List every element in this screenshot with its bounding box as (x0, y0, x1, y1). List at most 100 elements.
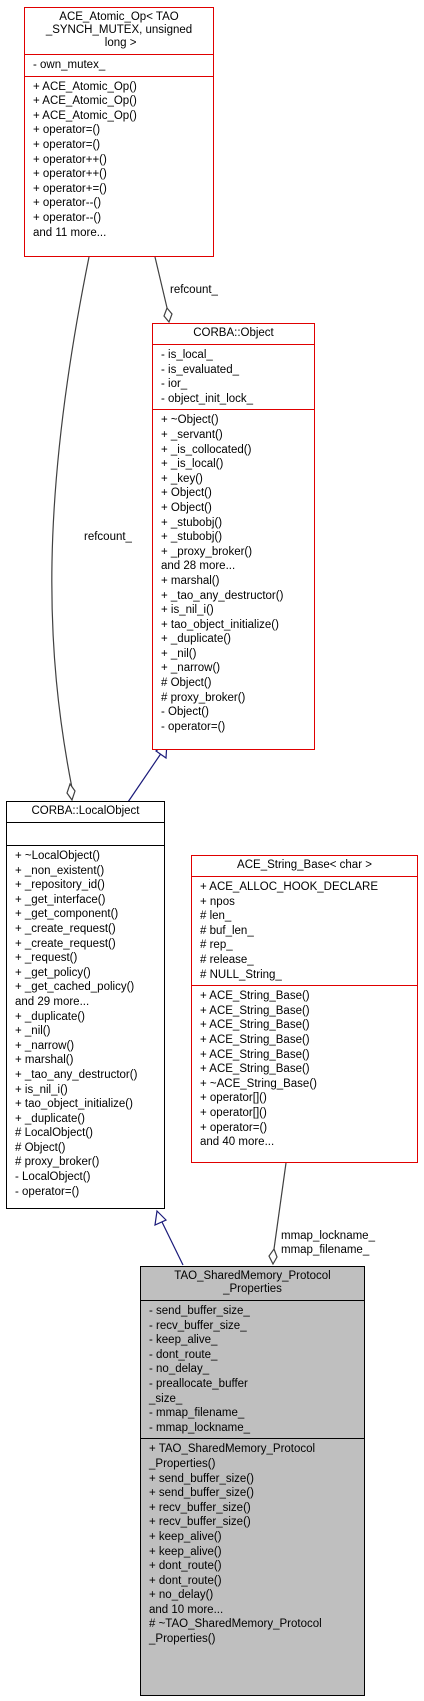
attribute-4: # buf_len_ (200, 924, 254, 937)
method-3: + _is_collocated() (161, 443, 252, 456)
methods-section: + ACE_String_Base()+ ACE_String_Base()+ … (192, 985, 417, 1153)
attribute-2: + npos (200, 895, 235, 908)
method-21: - Object() (161, 706, 209, 719)
method-22: - operator=() (161, 720, 226, 733)
class-corba-localobject[interactable]: CORBA::LocalObject+ ~LocalObject()+ _non… (6, 801, 165, 1209)
attributes-section: + ACE_ALLOC_HOOK_DECLARE+ npos# len_# bu… (192, 876, 417, 985)
attribute-6-part1: - preallocate_buffer (149, 1377, 248, 1390)
attribute-1: + ACE_ALLOC_HOOK_DECLARE (200, 881, 379, 893)
edge-localobject-inherits-object (127, 751, 163, 803)
edge-shm-inherits-localobject (161, 1221, 184, 1266)
method-1: + ~LocalObject() (15, 850, 101, 862)
method-18: + _narrow() (161, 662, 221, 675)
method-10: + operator=() (200, 1121, 268, 1134)
methods-section: + TAO_SharedMemory_Protocol_Properties()… (141, 1438, 364, 1649)
method-18: + tao_object_initialize() (15, 1098, 133, 1111)
method-6: + Object() (161, 487, 212, 500)
method-20: # LocalObject() (15, 1127, 93, 1140)
method-4: + _get_interface() (15, 893, 106, 906)
class-title: CORBA::LocalObject (7, 802, 164, 822)
method-13: + _tao_any_destructor() (161, 589, 284, 602)
attributes-section: - is_local_- is_evaluated_- ior_- object… (153, 344, 314, 409)
method-4: + operator=() (33, 124, 101, 137)
method-11: and 40 more... (200, 1136, 275, 1149)
label-refcount-left: refcount_ (84, 531, 132, 543)
attribute-4: - object_init_lock_ (161, 392, 254, 405)
attribute-6-part2: _size_ (149, 1392, 183, 1405)
label-refcount-upper: refcount_ (170, 284, 218, 296)
method-9: + operator--() (33, 197, 102, 210)
attribute-1: - own_mutex_ (33, 59, 106, 71)
method-8: + dont_route() (149, 1560, 222, 1573)
method-19: + _duplicate() (15, 1112, 85, 1125)
method-19: # Object() (161, 677, 212, 690)
method-5: + _get_component() (15, 908, 119, 921)
attribute-1: - send_buffer_size_ (149, 1305, 250, 1317)
method-24: - operator=() (15, 1185, 80, 1198)
class-title-line: ACE_Atomic_Op< TAO (59, 11, 179, 23)
class-corba-object[interactable]: CORBA::Object- is_local_- is_evaluated_-… (152, 323, 315, 750)
attribute-8: - mmap_lockname_ (149, 1421, 250, 1434)
attributes-section: - send_buffer_size_ - recv_buffer_size_ - … (141, 1300, 364, 1438)
method-1: + ~Object() (161, 414, 219, 427)
method-14: + is_nil_i() (161, 604, 214, 617)
class-title: TAO_SharedMemory_Protocol_Properties (141, 1267, 364, 1300)
method-1: + ACE_String_Base() (200, 990, 310, 1003)
method-21: # Object() (15, 1141, 66, 1154)
attribute-2: - recv_buffer_size_ (149, 1319, 247, 1332)
method-6: + operator++() (33, 153, 107, 166)
class-shm-protocol-properties[interactable]: TAO_SharedMemory_Protocol_Properties- se… (140, 1266, 365, 1696)
method-11: and 10 more... (149, 1603, 224, 1616)
method-1-part2: _Properties() (149, 1457, 216, 1470)
method-7: + operator++() (33, 168, 107, 181)
method-9: + operator[]() (200, 1106, 267, 1119)
class-title-line: long > (101, 37, 137, 49)
method-17: + _nil() (161, 647, 197, 660)
method-13: + _nil() (15, 1025, 51, 1038)
class-title-line: CORBA::LocalObject (31, 805, 140, 817)
edge-atomic-to-localobject (51, 256, 90, 789)
class-title-line: TAO_SharedMemory_Protocol (174, 1270, 331, 1282)
method-3: + send_buffer_size() (149, 1487, 254, 1500)
method-10: + no_delay() (149, 1589, 214, 1602)
method-15: + marshal() (15, 1054, 74, 1067)
method-16: + _duplicate() (161, 633, 231, 646)
attribute-7: # NULL_String_ (200, 968, 282, 981)
class-title-line: ACE_String_Base< char > (237, 859, 372, 871)
method-11: and 28 more... (161, 560, 236, 573)
method-4: + recv_buffer_size() (149, 1501, 251, 1514)
method-11: and 29 more... (15, 995, 90, 1008)
diamond-object-refcount (163, 306, 173, 324)
attribute-1: - is_local_ (161, 349, 213, 361)
method-10: + _proxy_broker() (161, 545, 253, 558)
arrow-localobject-inherit (154, 1209, 168, 1226)
attribute-2: - is_evaluated_ (161, 363, 239, 376)
label-mmap-lockname: mmap_lockname_ (281, 1230, 375, 1242)
class-ace-atomic-op[interactable]: ACE_Atomic_Op< TAO_SYNCH_MUTEX, unsigned… (24, 7, 214, 257)
method-4: + _is_local() (161, 458, 224, 471)
class-title-line: _Properties (223, 1283, 282, 1295)
method-14: + _narrow() (15, 1039, 75, 1052)
method-11: and 11 more... (33, 226, 107, 239)
methods-section: + ACE_Atomic_Op()+ ACE_Atomic_Op()+ ACE_… (25, 75, 213, 244)
method-5: + ACE_String_Base() (200, 1048, 310, 1061)
attribute-4: - dont_route_ (149, 1348, 218, 1361)
attributes-section (7, 822, 164, 845)
class-ace-string-base[interactable]: ACE_String_Base< char > + ACE_ALLOC_HOOK_… (191, 855, 418, 1163)
attribute-5: - no_delay_ (149, 1363, 210, 1376)
method-7: + Object() (161, 501, 212, 514)
class-title-line: CORBA::Object (193, 327, 274, 339)
method-8: + _stubobj() (161, 516, 223, 529)
method-2: + ACE_String_Base() (200, 1004, 310, 1017)
method-6: + _create_request() (15, 922, 116, 935)
method-16: + _tao_any_destructor() (15, 1068, 138, 1081)
attribute-5: # rep_ (200, 939, 233, 952)
label-mmap-filename: mmap_filename_ (281, 1244, 370, 1256)
method-1-part1: + TAO_SharedMemory_Protocol (149, 1443, 316, 1456)
method-7: + _create_request() (15, 937, 116, 950)
method-9: + _stubobj() (161, 531, 223, 544)
method-12: + marshal() (161, 574, 220, 587)
method-7: + ~ACE_String_Base() (200, 1077, 317, 1090)
method-8: + operator+=() (33, 182, 107, 195)
